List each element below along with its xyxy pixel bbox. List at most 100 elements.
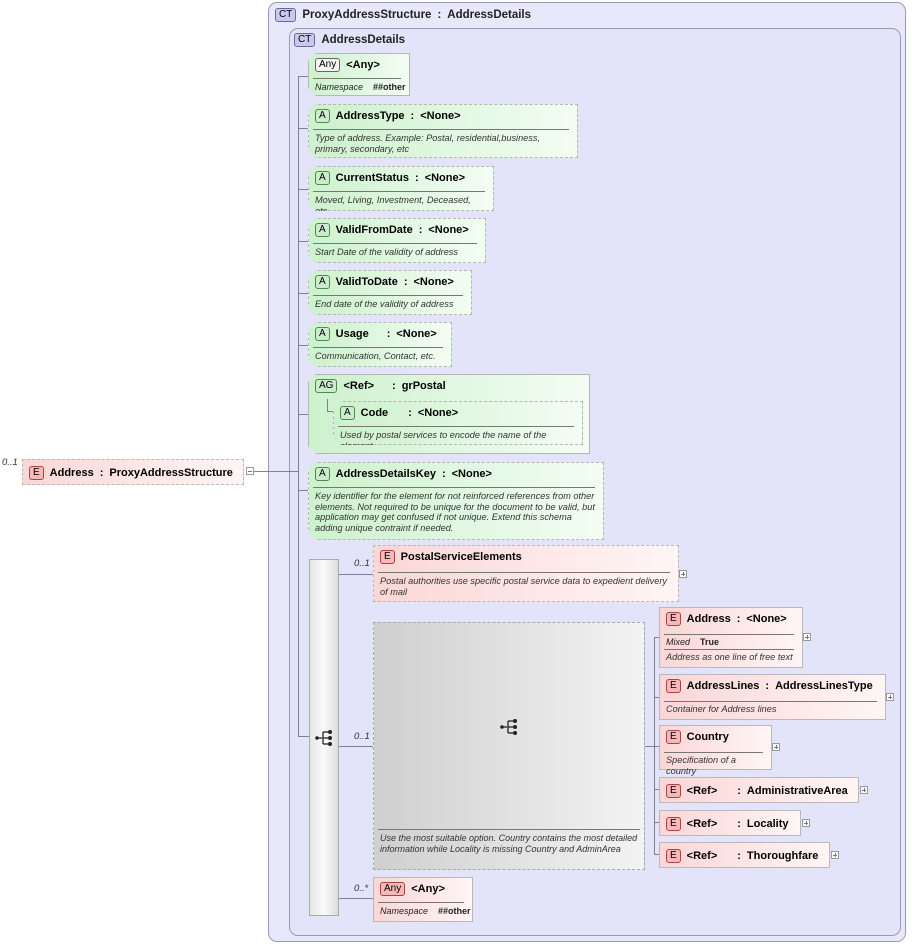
element-tag: E	[666, 849, 681, 863]
namespace-property: Namespace##other	[315, 82, 406, 92]
attribute-current-status[interactable]: A CurrentStatus : <None> Moved, Living, …	[308, 166, 494, 211]
connector	[654, 637, 659, 638]
any-tag: Any	[380, 882, 406, 896]
attribute-doc: Used by postal services to encode the na…	[340, 430, 547, 451]
type-colon: :	[415, 172, 419, 184]
element-ref-administrative-area[interactable]: E <Ref> : AdministrativeArea	[659, 777, 859, 803]
element-type: AdministrativeArea	[746, 785, 848, 797]
attribute-usage[interactable]: A Usage : <None> Communication, Contact,…	[308, 322, 452, 367]
element-tag: E	[380, 550, 395, 564]
outer-ct-base: AddressDetails	[447, 9, 532, 21]
attribute-valid-to-date[interactable]: A ValidToDate : <None> End date of the v…	[308, 270, 472, 315]
attribute-doc: End date of the validity of address	[315, 299, 454, 309]
choice-doc: Use the most suitable option. Country co…	[380, 833, 638, 854]
attribute-type: <None>	[413, 276, 454, 288]
element-ref-thoroughfare[interactable]: E <Ref> : Thoroughfare	[659, 842, 830, 868]
connector	[327, 411, 335, 412]
attribute-name: ValidToDate	[335, 276, 398, 288]
prop-value: ##other	[373, 82, 406, 92]
type-colon: :	[386, 328, 391, 340]
attribute-doc: Type of address. Example: Postal, reside…	[315, 133, 541, 154]
attribute-trunk-line	[298, 76, 299, 736]
attribute-type: <None>	[451, 468, 492, 480]
attribute-group-tag: AG	[315, 379, 337, 393]
attribute-type: <None>	[396, 328, 437, 340]
element-tag: E	[666, 612, 681, 626]
connector	[298, 414, 308, 415]
prop-value: True	[700, 637, 720, 647]
element-ref-locality[interactable]: E <Ref> : Locality	[659, 810, 801, 836]
plus-icon[interactable]	[886, 693, 894, 701]
postal-occurrence: 0..1	[354, 558, 370, 569]
collapse-icon[interactable]	[246, 467, 254, 475]
attribute-tag: A	[340, 406, 355, 420]
root-occurrence: 0..1	[2, 457, 18, 468]
attribute-address-details-key[interactable]: A AddressDetailsKey : <None> Key identif…	[308, 462, 604, 540]
connector	[298, 128, 308, 129]
connector	[654, 789, 659, 790]
any-attribute[interactable]: Any <Any> Namespace##other	[308, 53, 410, 96]
element-type: <None>	[746, 613, 787, 625]
type-colon: :	[737, 785, 741, 797]
plus-icon[interactable]	[679, 570, 687, 578]
complex-type-tag: CT	[275, 8, 297, 22]
attribute-address-type[interactable]: A AddressType : <None> Type of address. …	[308, 104, 578, 158]
element-tag: E	[666, 817, 681, 831]
attribute-code[interactable]: A Code : <None> Used by postal services …	[333, 401, 583, 445]
plus-icon[interactable]	[860, 786, 868, 794]
attribute-name: CurrentStatus	[335, 172, 410, 184]
root-element-address[interactable]: E Address : ProxyAddressStructure	[22, 459, 244, 485]
connector	[339, 746, 373, 747]
prop-value: ##other	[438, 906, 471, 916]
plus-icon[interactable]	[772, 743, 780, 751]
attribute-name: ValidFromDate	[335, 224, 413, 236]
type-colon: :	[736, 613, 741, 625]
connector	[654, 697, 659, 698]
element-tag: E	[29, 466, 44, 480]
connector	[298, 189, 308, 190]
plus-icon[interactable]	[803, 633, 811, 641]
attribute-name: AddressDetailsKey	[335, 468, 436, 480]
choice-occurrence: 0..1	[354, 731, 370, 742]
sequence-compositor[interactable]	[309, 559, 339, 916]
plus-icon[interactable]	[802, 819, 810, 827]
any-element[interactable]: Any <Any> Namespace ##other	[373, 877, 473, 922]
connector	[654, 822, 659, 823]
element-postal-service-elements[interactable]: E PostalServiceElements Postal authoriti…	[373, 545, 679, 602]
namespace-property: Namespace ##other	[380, 906, 471, 916]
type-colon: :	[437, 9, 442, 21]
element-doc: Specification of a country	[666, 755, 736, 776]
element-doc: Container for Address lines	[666, 704, 777, 714]
any-name: <Any>	[411, 883, 445, 895]
connector	[645, 746, 654, 747]
attribute-type: <None>	[428, 224, 469, 236]
prop-label: Namespace	[380, 906, 429, 916]
attribute-doc: Communication, Contact, etc.	[315, 351, 436, 361]
plus-icon[interactable]	[831, 851, 839, 859]
attribute-group-name: grPostal	[401, 380, 446, 392]
root-name: Address	[49, 467, 94, 479]
attribute-name: AddressType	[335, 110, 405, 122]
choice-compositor-icon	[500, 719, 517, 735]
element-type: Thoroughfare	[746, 850, 819, 862]
type-colon: :	[737, 850, 741, 862]
connector	[298, 736, 310, 737]
sequence-compositor-icon	[315, 730, 332, 746]
element-address-lines[interactable]: E AddressLines : AddressLinesType Contai…	[659, 674, 886, 720]
element-country[interactable]: E Country Specification of a country	[659, 725, 772, 776]
attribute-doc: Moved, Living, Investment, Deceased, etc…	[315, 195, 471, 216]
type-colon: :	[392, 380, 396, 392]
attribute-valid-from-date[interactable]: A ValidFromDate : <None> Start Date of t…	[308, 218, 486, 263]
attribute-group-grpostal[interactable]: AG <Ref> : grPostal A Code : <None> Used…	[308, 374, 590, 454]
element-name: <Ref>	[686, 850, 718, 862]
connector	[654, 746, 659, 747]
choice-compositor[interactable]: Use the most suitable option. Country co…	[373, 622, 645, 870]
connector	[268, 471, 299, 472]
attribute-type: <None>	[420, 110, 461, 122]
connector	[254, 471, 268, 472]
connector	[298, 76, 308, 77]
type-colon: :	[410, 110, 415, 122]
element-name: AddressLines	[686, 680, 760, 692]
